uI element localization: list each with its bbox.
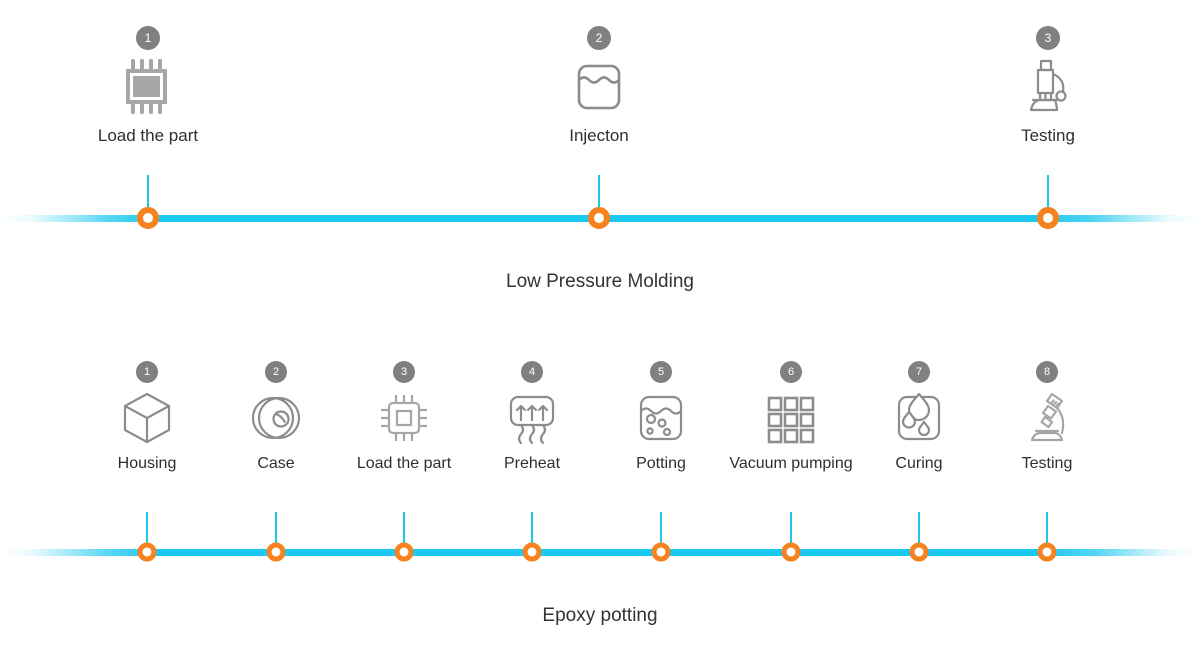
step-label: Preheat [503,455,561,472]
step-number-badge: 1 [136,361,158,383]
timeline-stem [531,512,533,550]
timeline-step-2-8[interactable]: 8 Testing [947,361,1147,473]
section-caption-epoxy-potting: Epoxy potting [542,605,658,626]
step-number-badge: 5 [650,361,672,383]
section-caption-low-pressure-molding: Low Pressure Molding [506,271,694,292]
timeline-node-2-5[interactable] [651,542,671,562]
timeline-step-1-3[interactable]: 3 Testing [948,26,1148,146]
step-number-badge: 6 [780,361,802,383]
step-label: Injecton [569,126,629,145]
cube-icon [47,389,247,447]
step-label: Housing [117,455,177,472]
timeline-step-2-6[interactable]: 6 Vacuum pumping [691,361,891,473]
timeline-stem [790,512,792,550]
timeline-node-1-3[interactable] [1037,207,1059,229]
chip-outline-icon [304,389,504,447]
step-label: Load the part [356,455,452,472]
step-label: Curing [895,455,943,472]
timeline-track-epoxy-potting [0,549,1200,556]
timeline-step-1-1[interactable]: 1 Load the part [48,26,248,146]
timeline-stem [1046,512,1048,550]
step-number-badge: 1 [136,26,160,50]
step-number-badge: 3 [393,361,415,383]
microscope-icon [948,56,1148,118]
timeline-node-1-2[interactable] [588,207,610,229]
timeline-node-1-1[interactable] [137,207,159,229]
timeline-stem [146,512,148,550]
liquid-container-icon [499,56,699,118]
timeline-stem [660,512,662,550]
timeline-step-2-7[interactable]: 7 Curing [819,361,1019,473]
timeline-node-2-2[interactable] [266,542,286,562]
timeline-stem [403,512,405,550]
step-label: Vacuum pumping [729,455,853,472]
timeline-node-2-8[interactable] [1037,542,1057,562]
timeline-node-2-4[interactable] [522,542,542,562]
step-label: Testing [1021,126,1075,145]
timeline-step-2-1[interactable]: 1 Housing [47,361,247,473]
timeline-node-2-7[interactable] [909,542,929,562]
step-label: Potting [636,455,686,472]
step-number-badge: 4 [521,361,543,383]
step-label: Load the part [97,126,199,145]
step-number-badge: 3 [1036,26,1060,50]
timeline-stem [275,512,277,550]
timeline-step-2-3[interactable]: 3 Load the part [304,361,504,473]
timeline-step-2-5[interactable]: 5 Potting [561,361,761,473]
microscope-tilt-icon [947,389,1147,447]
chip-solid-icon [48,56,248,118]
timeline-node-2-6[interactable] [781,542,801,562]
timeline-step-2-2[interactable]: 2 Case [176,361,376,473]
timeline-stem [918,512,920,550]
timeline-stem [598,175,600,215]
step-number-badge: 7 [908,361,930,383]
step-label: Testing [1021,455,1073,472]
roll-icon [176,389,376,447]
droplets-panel-icon [819,389,1019,447]
timeline-step-1-2[interactable]: 2 Injecton [499,26,699,146]
step-number-badge: 2 [587,26,611,50]
step-number-badge: 8 [1036,361,1058,383]
step-number-badge: 2 [265,361,287,383]
heater-arrows-icon [432,389,632,447]
timeline-node-2-3[interactable] [394,542,414,562]
bubbles-liquid-icon [561,389,761,447]
step-label: Case [257,455,295,472]
timeline-stem [1047,175,1049,215]
grid-squares-icon [691,389,891,447]
timeline-node-2-1[interactable] [137,542,157,562]
timeline-step-2-4[interactable]: 4 Preheat [432,361,632,473]
timeline-stem [147,175,149,215]
